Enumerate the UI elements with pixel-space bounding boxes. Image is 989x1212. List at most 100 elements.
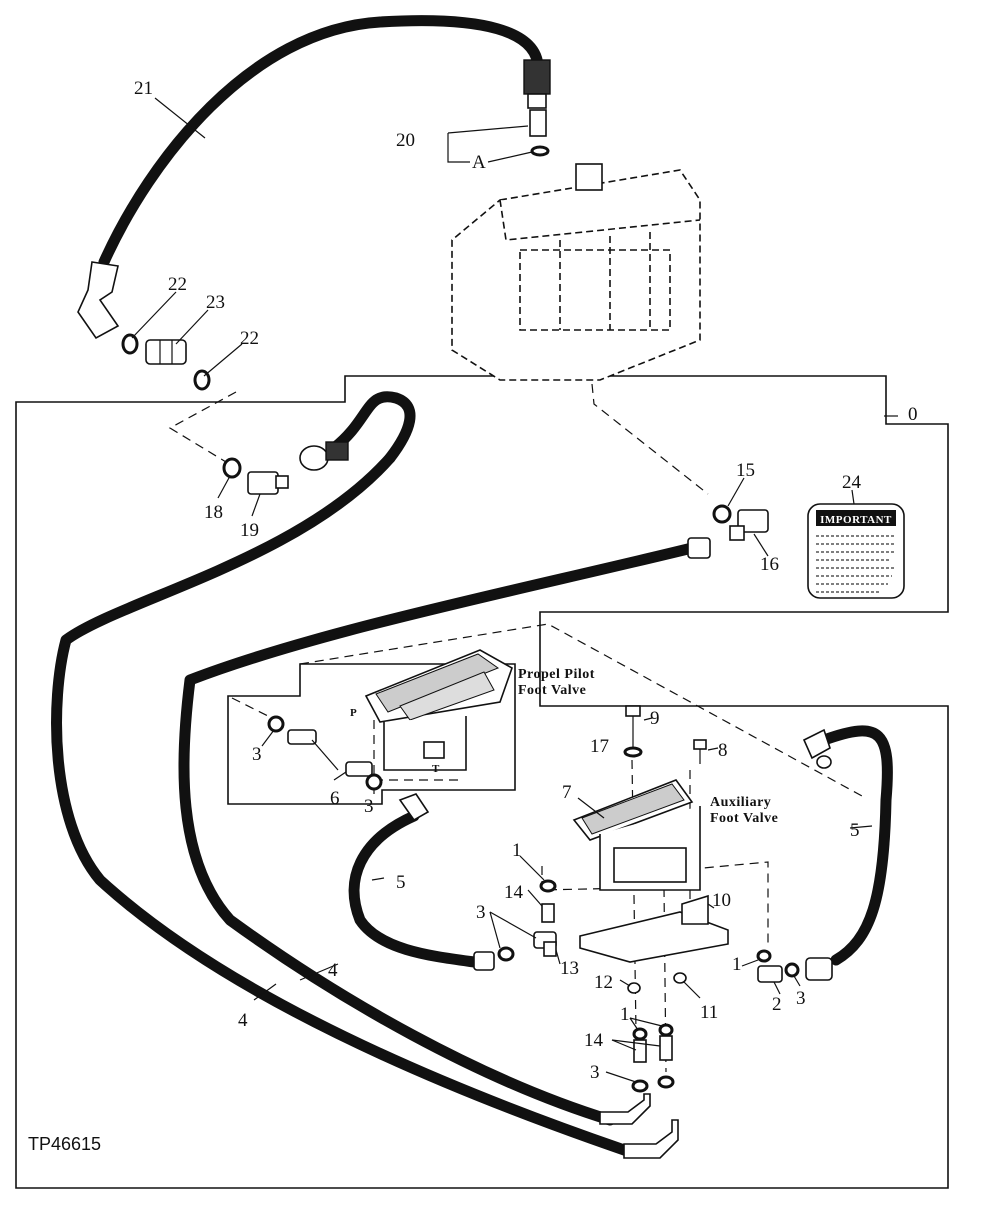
seal-1-aux-right	[756, 949, 772, 963]
hose-4-inner	[178, 542, 698, 1126]
propel-pilot-foot-valve: P T	[350, 649, 513, 775]
svg-text:T: T	[432, 763, 440, 775]
callout-5-b: 5	[850, 820, 860, 841]
leader-lines	[131, 97, 898, 1083]
seal-3-lower-a	[631, 1079, 649, 1093]
seal-1-lower-a	[632, 1027, 648, 1041]
callout-2: 2	[772, 994, 782, 1015]
callout-16: 16	[760, 554, 779, 575]
hose-upper-s	[328, 391, 416, 464]
auxiliary-foot-valve	[572, 779, 729, 963]
hose-end-5-right-top	[802, 728, 832, 769]
seal-3-propel-lower	[365, 773, 383, 791]
fitting-14-lower-a	[633, 1039, 647, 1063]
seal-3-aux-right	[784, 962, 800, 978]
callout-17: 17	[590, 736, 609, 757]
callout-4-a: 4	[328, 960, 338, 981]
callout-10: 10	[712, 890, 731, 911]
hose-5-right	[818, 725, 893, 966]
propel-valve-label-1: Propel Pilot	[518, 667, 595, 682]
hose-end-5-right	[805, 957, 833, 981]
callout-9: 9	[650, 708, 660, 729]
bolt-8	[693, 739, 707, 764]
seal-18	[222, 457, 242, 479]
hose-end-5-left-top	[398, 793, 430, 822]
adapter-23	[145, 339, 187, 365]
hose-end-upper	[299, 441, 349, 471]
propel-valve-label-2: Foot Valve	[518, 683, 586, 698]
decal-heading: IMPORTANT	[820, 514, 892, 526]
washer-17	[623, 746, 643, 758]
elbow-19	[247, 471, 289, 495]
callout-1-b: 1	[732, 954, 742, 975]
seal-3-lower-b	[657, 1075, 675, 1089]
fitting-14-lower-b	[659, 1035, 673, 1061]
aux-valve-label-2: Foot Valve	[710, 811, 778, 826]
callout-7: 7	[562, 782, 572, 803]
seal-3-propel-upper	[267, 715, 285, 733]
figure-id: TP46615	[28, 1134, 101, 1154]
callout-22-b: 22	[240, 328, 259, 349]
elbow-16	[729, 509, 769, 541]
fitting-20	[523, 59, 551, 157]
detail-a-label: A	[472, 152, 486, 173]
bolt-9	[625, 705, 641, 750]
seal-15	[712, 504, 732, 524]
callout-4-b: 4	[238, 1010, 248, 1031]
callout-1-c: 1	[620, 1004, 630, 1025]
callout-0: 0	[908, 404, 918, 425]
callout-6: 6	[330, 788, 340, 809]
callout-3-d: 3	[796, 988, 806, 1009]
hose-21	[98, 15, 544, 268]
callout-1-a: 1	[512, 840, 522, 861]
callout-14-b: 14	[584, 1030, 604, 1051]
dash-line-left	[168, 391, 237, 463]
dash-line-right	[591, 383, 709, 495]
elbow-13	[533, 931, 557, 957]
callout-11: 11	[700, 1002, 718, 1023]
hose-4-outer	[51, 452, 636, 1158]
callout-22-a: 22	[168, 274, 187, 295]
callout-5-a: 5	[396, 872, 406, 893]
callout-12: 12	[594, 972, 613, 993]
hose-end-16	[687, 537, 711, 559]
callout-21: 21	[134, 78, 153, 99]
propel-valve-frame	[227, 663, 516, 805]
aux-valve-label-1: Auxiliary	[710, 795, 771, 810]
dash-line-propel-2	[231, 697, 277, 721]
dash-line-propel	[299, 623, 863, 797]
outer-frame	[15, 375, 949, 1189]
hose-end-5-left	[473, 951, 495, 971]
fitting-propel-upper	[287, 729, 317, 745]
callout-20: 20	[396, 130, 415, 151]
callout-18: 18	[204, 502, 223, 523]
fitting-6-line	[311, 739, 339, 771]
callout-14-a: 14	[504, 882, 524, 903]
callout-13: 13	[560, 958, 579, 979]
seal-3-aux-left	[497, 946, 515, 962]
important-decal: IMPORTANT	[807, 503, 905, 599]
callout-15: 15	[736, 460, 755, 481]
hose-4-end-a	[599, 1093, 651, 1125]
nut-12	[627, 982, 641, 994]
callout-23: 23	[206, 292, 225, 313]
callout-3-c: 3	[476, 902, 486, 923]
svg-text:P: P	[350, 707, 357, 719]
callout-8: 8	[718, 740, 728, 761]
callout-19: 19	[240, 520, 259, 541]
callout-3-e: 3	[590, 1062, 600, 1083]
seal-22-upper	[121, 333, 139, 355]
callout-3-a: 3	[252, 744, 262, 765]
seal-1-lower-b	[658, 1023, 674, 1037]
callout-3-b: 3	[364, 796, 374, 817]
elbow-2	[757, 965, 783, 983]
seal-1-aux-left	[539, 879, 557, 893]
callout-24: 24	[842, 472, 862, 493]
hose-4-end-b	[623, 1119, 679, 1159]
fitting-6	[345, 761, 373, 777]
hose-5-left	[348, 810, 480, 968]
control-valve	[451, 163, 701, 381]
elbow-21-end	[77, 261, 120, 340]
fitting-14-upper	[541, 903, 555, 923]
